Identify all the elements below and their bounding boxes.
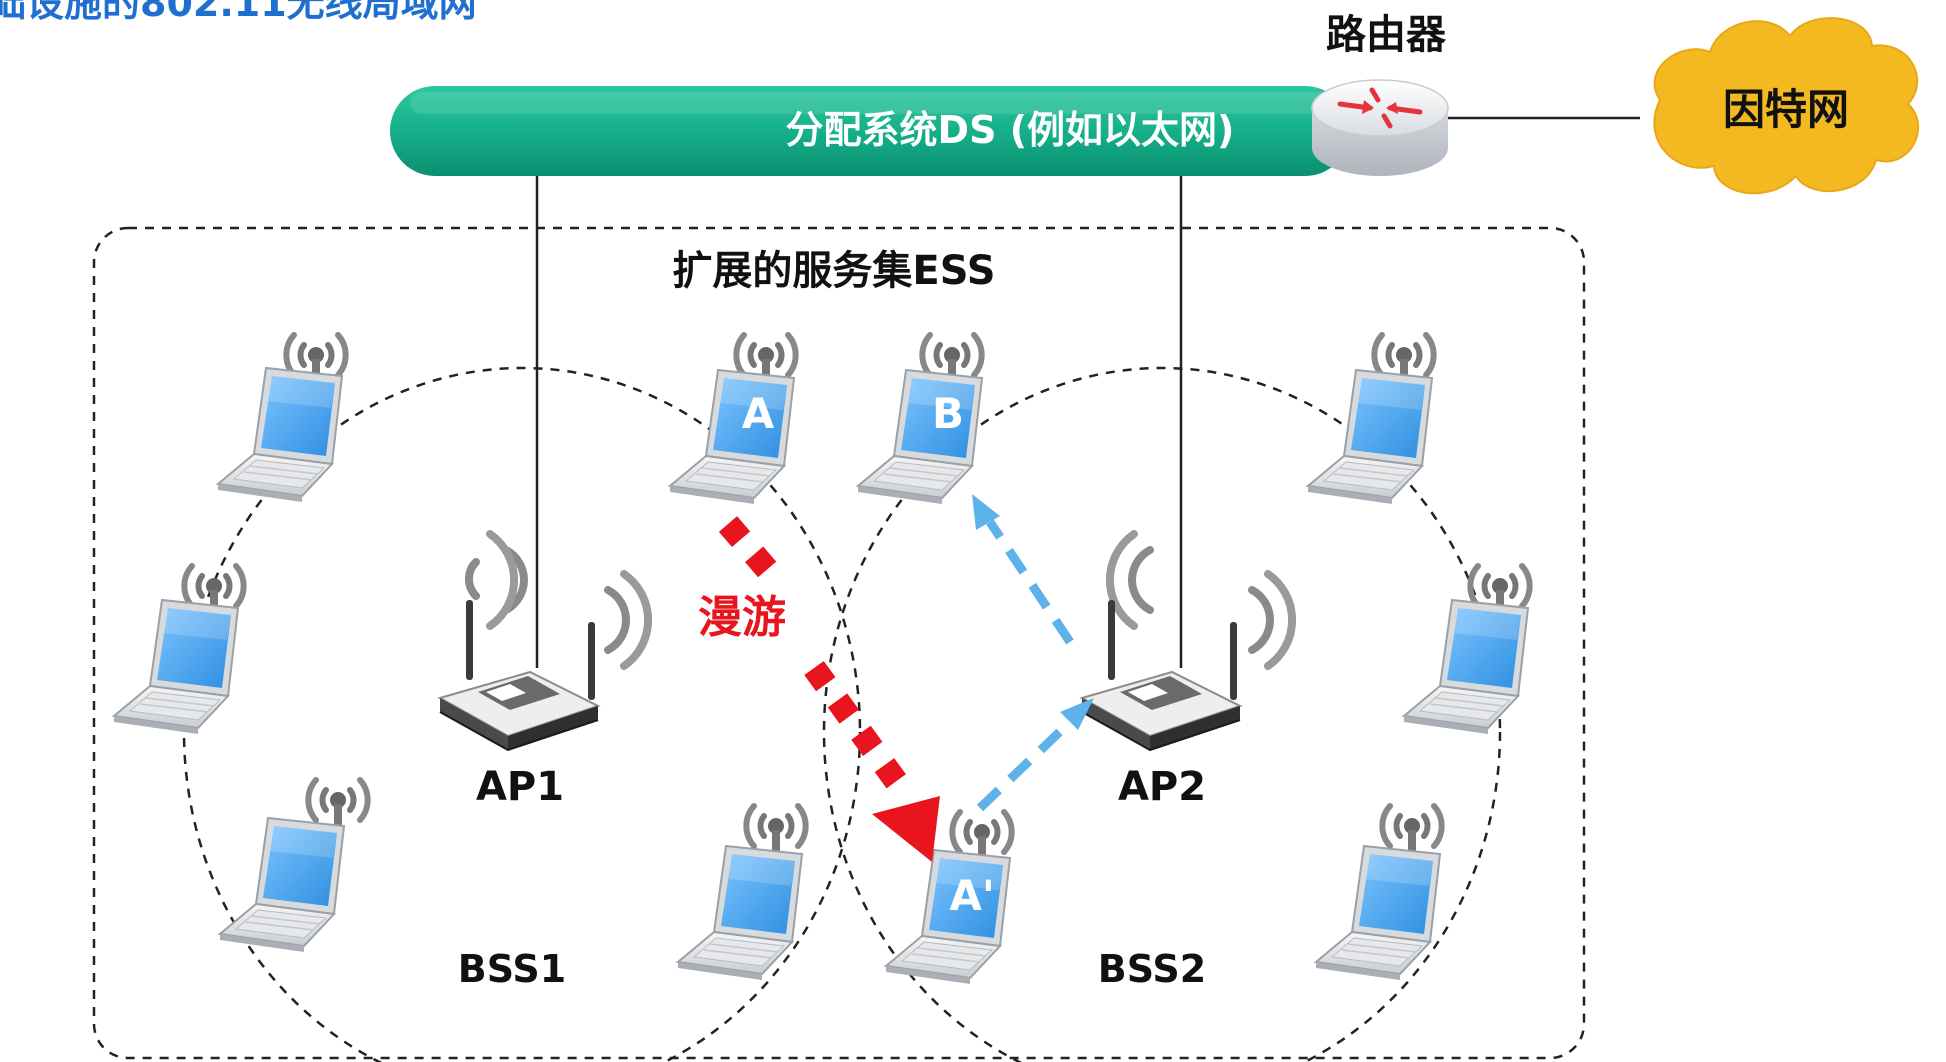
bss1-station-bottom-left: [219, 780, 368, 953]
station-a-prime-label: A': [949, 871, 994, 920]
ap1-label: AP1: [476, 764, 564, 810]
bss1-label: BSS1: [458, 947, 566, 991]
ess-boundary: [92, 226, 1586, 1060]
ap2-signal-icon: [1105, 530, 1297, 670]
ap2-icon: [1081, 599, 1241, 751]
roaming-label: 漫游: [698, 592, 786, 643]
bss1-station-bottom-right: [677, 806, 806, 981]
station-a: [669, 335, 796, 505]
data-flow-ap2-to-b: [972, 494, 1074, 645]
bss1-station-top-left: [217, 335, 346, 503]
bss2-station-right: [1403, 566, 1530, 735]
ap2-label: AP2: [1118, 764, 1206, 810]
router-label: 路由器: [1326, 12, 1447, 58]
internet-cloud: [1653, 17, 1920, 195]
internet-label: 因特网: [1723, 85, 1849, 134]
router-icon: [1311, 79, 1449, 176]
bss1-station-left: [113, 566, 244, 735]
slide-title: 础设施的802.11无线局域网: [0, 0, 477, 25]
roaming-path: [718, 516, 940, 862]
ap1-signal-icon: [464, 530, 653, 670]
station-a-label: A: [742, 389, 775, 438]
ess-label: 扩展的服务集ESS: [672, 248, 995, 294]
bss2-station-bottom-right: [1315, 806, 1442, 981]
bss2-label: BSS2: [1098, 947, 1206, 991]
data-flow-a-prime-to-ap2: [976, 698, 1094, 812]
ap1-icon: [439, 599, 599, 751]
bss2-station-top-right: [1307, 335, 1434, 505]
distribution-system-bar: [390, 86, 1350, 176]
bss1-boundary: [182, 366, 862, 1062]
station-b-label: B: [932, 389, 964, 438]
bss2-boundary: [822, 366, 1502, 1062]
distribution-system-label: 分配系统DS (例如以太网): [786, 108, 1235, 152]
